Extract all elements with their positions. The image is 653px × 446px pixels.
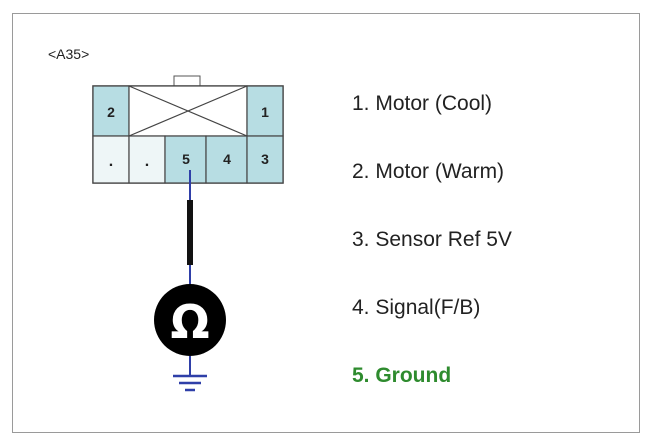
pin-number-2: 2 — [107, 104, 115, 120]
pin-number-4: 4 — [223, 151, 231, 167]
pin-function-3: 3. Sensor Ref 5V — [352, 228, 512, 251]
pin-function-2: 2. Motor (Warm) — [352, 160, 505, 183]
blank-pin-dot: . — [145, 153, 149, 170]
pin-number-5: 5 — [182, 151, 190, 167]
blank-pin-dot: . — [109, 153, 113, 170]
ohm-symbol: Ω — [170, 295, 209, 349]
pin-number-3: 3 — [261, 151, 269, 167]
pin-function-list: 1. Motor (Cool) 2. Motor (Warm) 3. Senso… — [352, 86, 512, 426]
pin-number-1: 1 — [261, 104, 269, 120]
diagram-frame — [12, 13, 640, 433]
ground-icon — [173, 374, 207, 392]
pin-cell-4 — [205, 135, 248, 184]
pin-cell-3 — [246, 135, 284, 184]
pin-function-1: 1. Motor (Cool) — [352, 92, 493, 115]
ohmmeter-icon — [154, 284, 226, 356]
blank-cell — [128, 135, 166, 184]
pin-function-4: 4. Signal(F/B) — [352, 296, 481, 319]
pin-cell-1 — [246, 85, 284, 137]
pin-function-5: 5. Ground — [352, 364, 452, 387]
unused-cross-line — [128, 85, 248, 137]
pin-cell-5 — [164, 135, 207, 184]
connector-id-label: <A35> — [48, 46, 90, 62]
connector-lock-tab — [173, 75, 201, 87]
